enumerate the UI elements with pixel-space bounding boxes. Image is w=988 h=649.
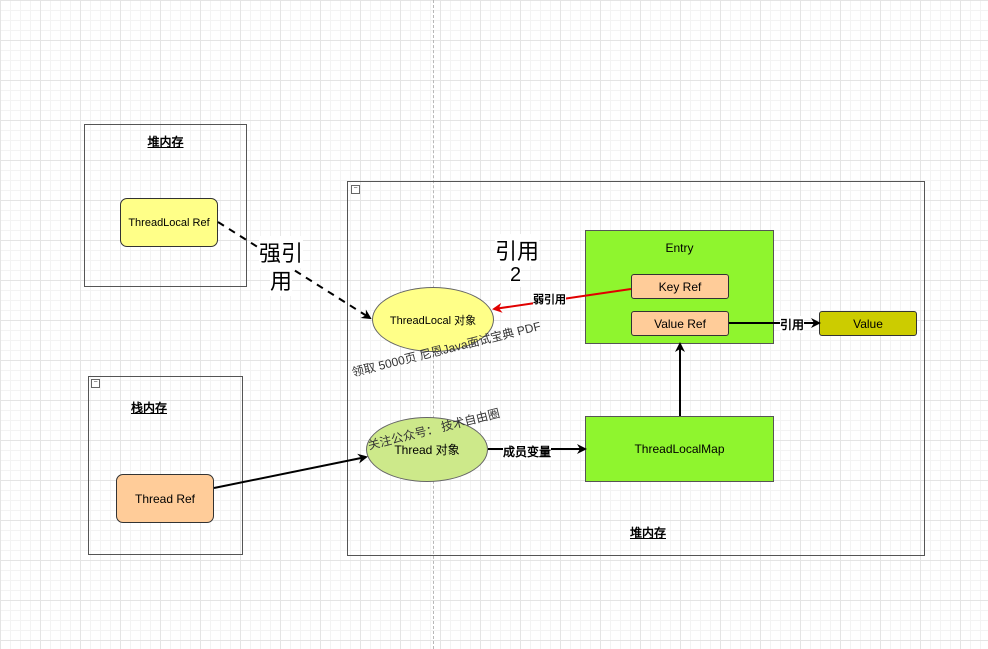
container-title: 堆内存 [147, 135, 184, 149]
threadlocal-ref-box[interactable]: ThreadLocal Ref [120, 198, 218, 247]
thread-object-ellipse[interactable]: Thread 对象 [366, 417, 488, 482]
collapse-icon[interactable]: − [351, 185, 360, 194]
container-title: 堆内存 [629, 526, 666, 540]
threadlocalmap-box[interactable]: ThreadLocalMap [585, 416, 774, 482]
value-ref-box[interactable]: Value Ref [631, 311, 729, 336]
entry-title: Entry [665, 241, 694, 255]
collapse-icon[interactable]: − [91, 379, 100, 388]
strong-ref-edge [217, 221, 372, 320]
weak-ref-label: 弱引用 [533, 291, 566, 307]
strong-ref-label-2: 用 [270, 264, 293, 296]
threadlocal-object-ellipse[interactable]: ThreadLocal 对象 [372, 287, 494, 352]
stack-container[interactable]: − 栈内存 [88, 376, 243, 555]
key-ref-box[interactable]: Key Ref [631, 274, 729, 299]
thread-ref-edge [213, 453, 368, 489]
ref2-label-2: 2 [510, 264, 522, 287]
value-box[interactable]: Value [819, 311, 917, 336]
heap-container-small[interactable]: 堆内存 [84, 124, 247, 287]
ref2-label-1: 引用 [495, 234, 540, 266]
strong-ref-label-1: 强引 [259, 236, 304, 268]
ref-label: 引用 [780, 316, 805, 333]
member-var-label: 成员变量 [503, 443, 552, 460]
heap-container-large[interactable]: − 堆内存 [347, 181, 925, 556]
thread-ref-box[interactable]: Thread Ref [116, 474, 214, 523]
container-title: 栈内存 [130, 401, 167, 415]
